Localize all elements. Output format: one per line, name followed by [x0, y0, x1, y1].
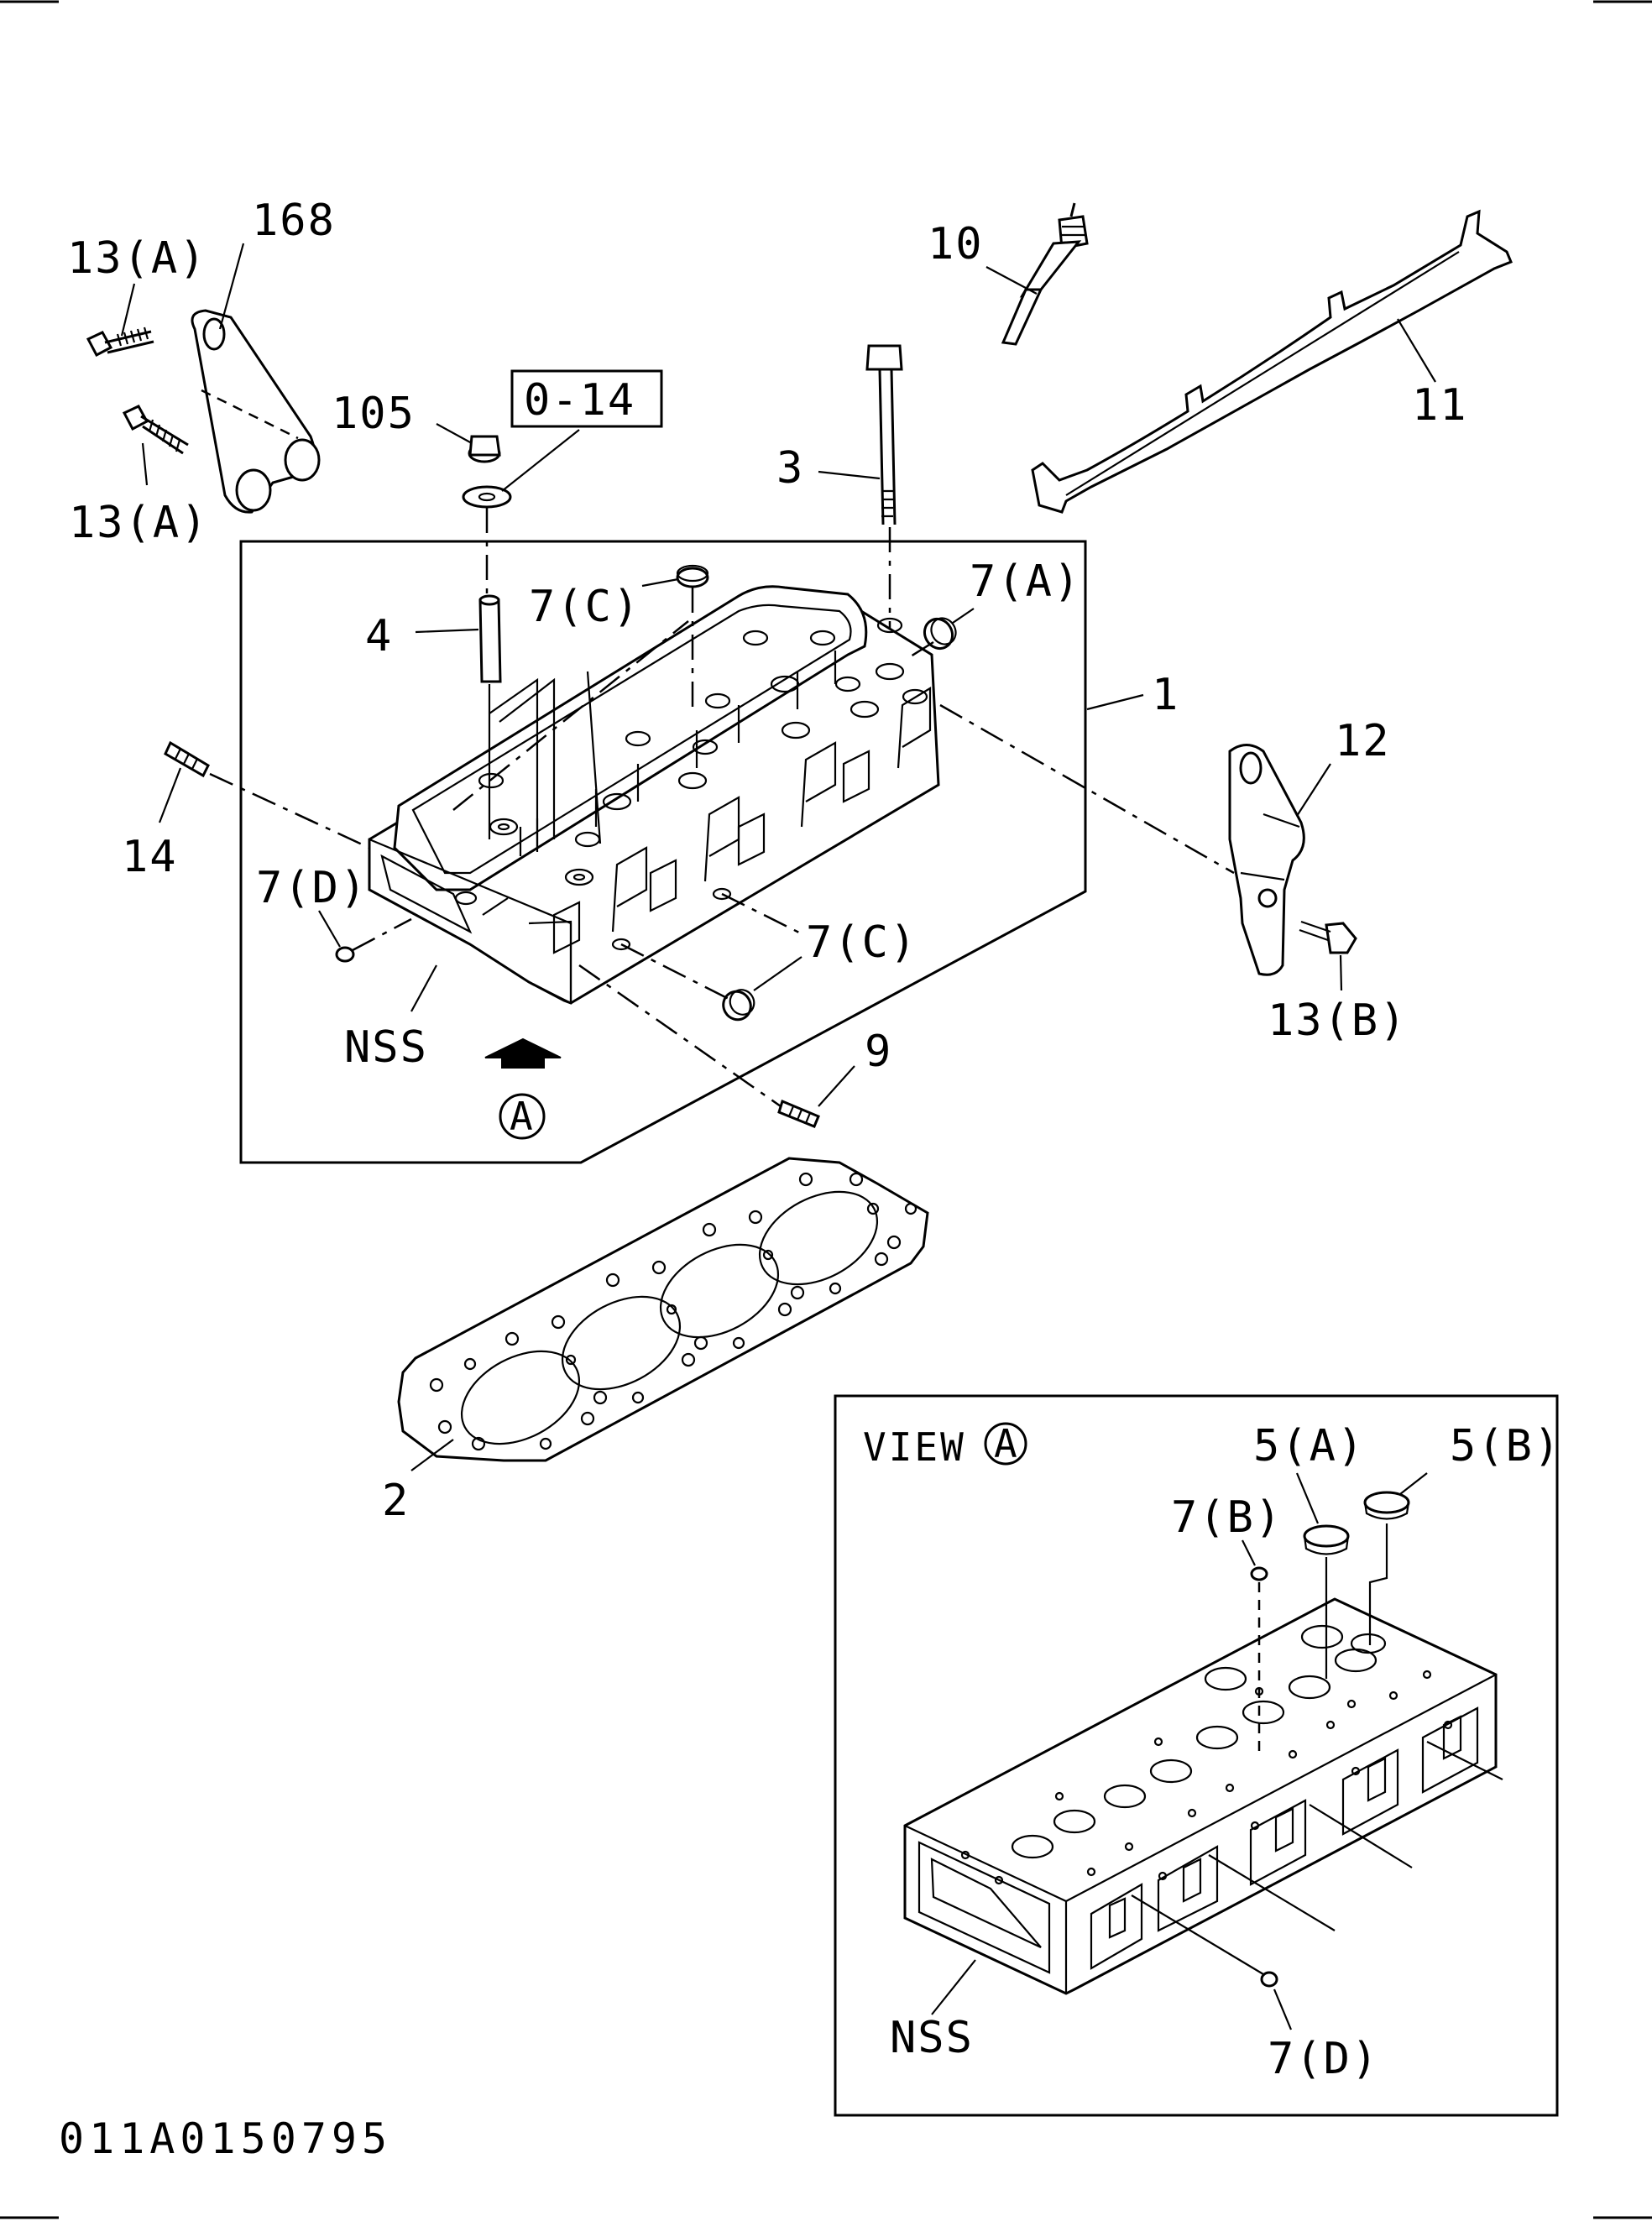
leader-3: [818, 470, 881, 480]
bolt-13a-top: [86, 327, 154, 358]
leader-7a: [952, 608, 975, 624]
leader-2: [410, 1439, 454, 1471]
plug-7c-mid: [722, 989, 755, 1022]
label-nss: NSS: [344, 1022, 428, 1073]
ref-box-frame: [510, 369, 663, 428]
label-13b: 13(B): [1268, 996, 1408, 1046]
label-14: 14: [122, 832, 178, 882]
centerline-9: [578, 964, 782, 1108]
leader-10: [985, 266, 1038, 295]
plug-5b: [1363, 1491, 1410, 1520]
plug-5a: [1303, 1524, 1350, 1555]
label-7d-view: 7(D): [1268, 2034, 1379, 2084]
centerline-7a: [906, 640, 934, 661]
bolt-13a-bottom: [122, 405, 189, 455]
nut-105: [468, 435, 501, 463]
label-12: 12: [1335, 716, 1391, 766]
leader-5b: [1399, 1472, 1428, 1495]
label-1: 1: [1152, 670, 1179, 720]
cylinder-head-underside: [903, 1597, 1498, 1995]
washer-0-14: [462, 485, 512, 509]
plug-7d-view-line: [1131, 1894, 1264, 1975]
centerline-14: [209, 772, 370, 849]
label-11: 11: [1412, 380, 1468, 431]
view-marker-letter: A: [510, 1094, 536, 1139]
label-7d: 7(D): [256, 863, 368, 913]
leader-7c-mid: [753, 956, 802, 991]
leader-0-14: [501, 429, 580, 492]
label-7a: 7(A): [970, 557, 1081, 607]
label-10: 10: [928, 219, 984, 269]
bolt-3: [865, 344, 903, 525]
stud-9: [777, 1099, 820, 1128]
ref-box-label: 0-14: [524, 375, 635, 426]
centerline-7c-mid: [620, 943, 729, 1001]
leader-7d-view: [1273, 1988, 1293, 2030]
leader-nss: [410, 964, 437, 1012]
leader-7c-top: [641, 577, 679, 588]
centerline-7d: [352, 917, 412, 952]
plug-5b-line: [1368, 1523, 1388, 1645]
label-nss-view: NSS: [890, 2013, 974, 2063]
view-title-circle: [984, 1422, 1027, 1466]
plug-7b: [1250, 1566, 1268, 1581]
view-centerlines: [1208, 1741, 1503, 1931]
view-a-frame: [834, 1394, 1559, 2117]
leader-9: [818, 1065, 855, 1107]
bracket-12: [1228, 744, 1305, 976]
stud-14: [164, 740, 210, 778]
plug-7c-top: [676, 564, 709, 588]
leader-13a-top: [120, 283, 136, 337]
drawing-code: 011A0150795: [59, 2114, 392, 2163]
label-7c-top: 7(C): [529, 582, 640, 632]
leader-4: [415, 628, 479, 634]
leader-13a-bottom: [141, 442, 149, 486]
label-5a: 5(A): [1253, 1421, 1365, 1471]
leader-105: [436, 423, 473, 444]
centerline-7c-top-diag: [452, 620, 689, 811]
cylinder-head-1: [368, 585, 940, 1005]
leader-11: [1397, 318, 1436, 383]
label-3: 3: [776, 443, 804, 494]
label-2: 2: [382, 1476, 410, 1526]
leader-14: [158, 767, 182, 823]
plug-7d-view: [1260, 1971, 1278, 1988]
bolt-13b: [1299, 920, 1357, 954]
leader-5a: [1295, 1472, 1320, 1524]
guide-4: [478, 594, 502, 683]
plug-7d: [335, 946, 355, 963]
leader-12: [1296, 763, 1331, 817]
leader-7b: [1242, 1539, 1256, 1566]
label-13a-bottom: 13(A): [69, 498, 209, 548]
view-arrow: [484, 1037, 562, 1069]
head-assembly-frame-1: [239, 540, 1087, 1164]
bracket-168: [191, 309, 321, 514]
leader-1: [1086, 693, 1144, 711]
label-13a-top: 13(A): [67, 233, 207, 284]
centerline-12: [939, 703, 1235, 875]
label-105: 105: [332, 389, 416, 439]
glow-plug-10: [1001, 202, 1089, 346]
view-marker-circle: [499, 1093, 546, 1140]
view-title-letter: A: [994, 1421, 1020, 1466]
label-168: 168: [252, 196, 336, 246]
label-4: 4: [365, 611, 393, 661]
label-5b: 5(B): [1450, 1421, 1561, 1471]
leader-7d: [318, 910, 341, 948]
leader-nss-view: [931, 1959, 976, 2015]
label-7c-mid: 7(C): [806, 917, 917, 968]
label-9: 9: [865, 1027, 892, 1077]
connector-plate-11: [1031, 209, 1513, 514]
view-title: VIEW: [863, 1424, 966, 1470]
head-gasket-2: [397, 1157, 929, 1462]
plug-7a: [923, 617, 957, 651]
leader-168: [218, 243, 245, 330]
centerline-7c-mid-b: [721, 892, 807, 938]
label-7b: 7(B): [1171, 1492, 1283, 1543]
